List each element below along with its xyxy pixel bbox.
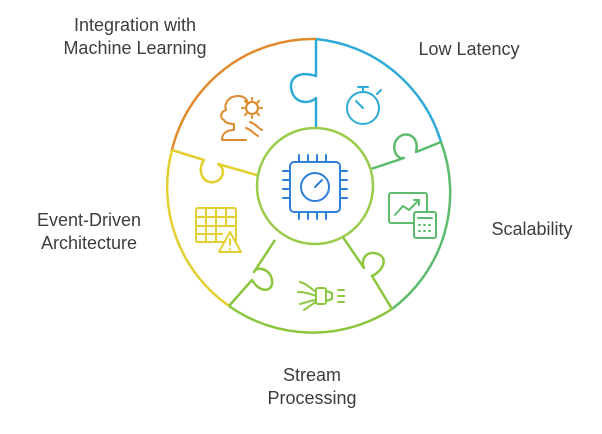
label-ml-line-1: Integration with (73, 15, 197, 35)
segment-event-outer-arc (165, 149, 230, 308)
chart-calculator-icon (388, 192, 437, 239)
processor-chip-icon (282, 154, 348, 220)
segment-scalability-outer-arc (391, 141, 452, 311)
label-stream-line-2: Processing (267, 388, 357, 408)
segment-ml-outer-arc (170, 37, 317, 151)
divider-latency-scalability (361, 133, 442, 174)
divider-ml-latency (289, 40, 318, 132)
label-latency-line-1: Low Latency (418, 39, 520, 59)
label-machine-learning: Integration with Machine Learning (50, 14, 220, 60)
divider-scalability-stream (336, 229, 394, 310)
label-scalability: Scalability (482, 218, 582, 241)
label-ml-line-2: Machine Learning (63, 38, 207, 58)
label-low-latency: Low Latency (404, 38, 534, 61)
label-event-driven: Event-Driven Architecture (24, 209, 154, 255)
label-stream-processing: Stream Processing (250, 364, 374, 410)
divider-event-ml (171, 148, 261, 184)
stream-spray-icon (297, 281, 345, 311)
segment-latency-outer-arc (315, 37, 443, 143)
label-event-line-1: Event-Driven (36, 210, 142, 230)
head-gear-icon (220, 95, 263, 141)
segment-stream-outer-arc (228, 304, 393, 334)
table-warning-icon (195, 207, 242, 253)
stopwatch-icon (346, 86, 382, 125)
label-event-line-2: Architecture (40, 233, 138, 253)
label-scalability-line-1: Scalability (491, 219, 573, 239)
divider-stream-event (228, 239, 277, 307)
label-stream-line-1: Stream (282, 365, 342, 385)
